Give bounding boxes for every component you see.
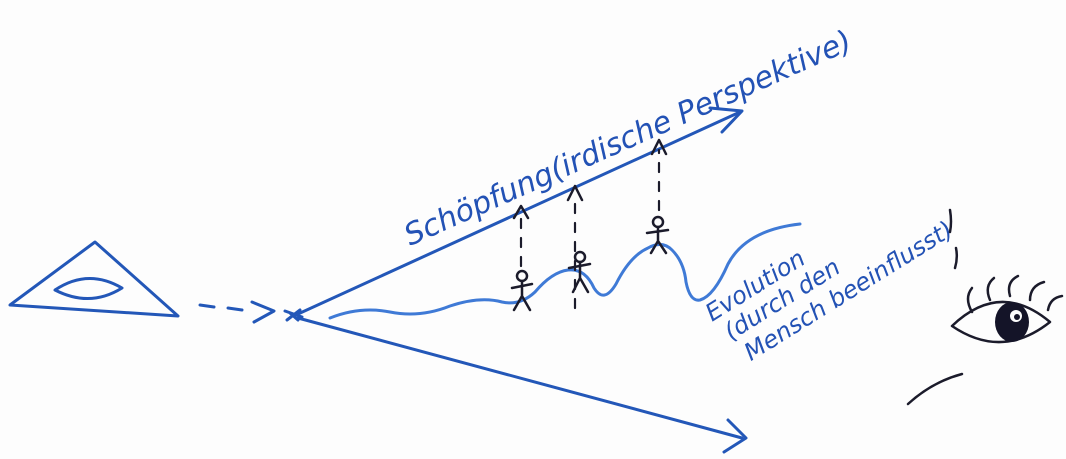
lower-arrow <box>296 316 748 454</box>
dashed-up-arrow-1 <box>512 204 530 268</box>
stick-figure-3 <box>645 215 670 255</box>
sight-strokes <box>906 208 964 406</box>
dashed-up-arrow-3 <box>650 138 668 212</box>
dashed-up-arrow-2 <box>566 184 584 310</box>
dashed-arrow <box>198 300 276 324</box>
stick-figure-2 <box>567 250 592 294</box>
stick-figure-1 <box>510 269 534 312</box>
creation-label: Schöpfung(irdische Perspektive) <box>399 24 857 254</box>
evolution-curve <box>328 222 802 320</box>
eye-in-triangle-icon <box>8 240 180 318</box>
creation-arrow <box>296 106 744 316</box>
origin-point <box>283 308 304 322</box>
eye-icon <box>950 274 1064 344</box>
